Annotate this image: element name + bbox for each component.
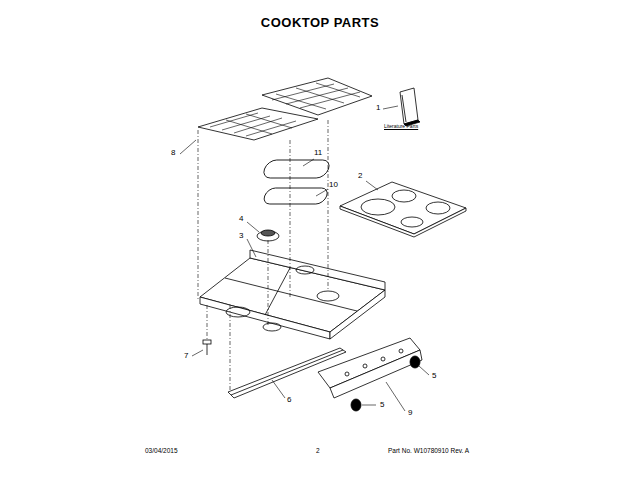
gasket xyxy=(262,188,330,204)
literature-icon xyxy=(400,88,420,126)
manifold-panel xyxy=(318,338,422,411)
callout-number: 3 xyxy=(239,232,243,240)
page-number: 2 xyxy=(316,448,320,455)
callout-number: 11 xyxy=(314,149,322,157)
callout-number: 7 xyxy=(184,352,188,360)
part-number: Part No. W10780910 Rev. A xyxy=(388,448,469,455)
callout-number: 8 xyxy=(171,149,175,157)
callout-number: 9 xyxy=(408,409,412,417)
burner-cover xyxy=(261,160,332,178)
burner-cap xyxy=(257,230,279,241)
callout-number: 6 xyxy=(287,396,291,404)
leader-lines xyxy=(180,106,429,411)
callout-number: 10 xyxy=(329,181,338,189)
cooktop-tray xyxy=(200,250,385,339)
callout-number: 5 xyxy=(380,401,384,409)
callout-number: 4 xyxy=(239,215,243,223)
callout-number: 5 xyxy=(432,372,436,380)
assembly-lines xyxy=(198,120,328,392)
grates xyxy=(198,78,372,140)
footer-date: 03/04/2015 xyxy=(145,448,178,455)
cooktop-glass xyxy=(340,182,466,237)
callout-number: 2 xyxy=(358,172,362,180)
screw xyxy=(203,340,211,355)
page-title: COOKTOP PARTS xyxy=(261,16,379,29)
callout-number: 1 xyxy=(376,104,380,112)
part-group-name: Literature Parts xyxy=(384,124,418,129)
